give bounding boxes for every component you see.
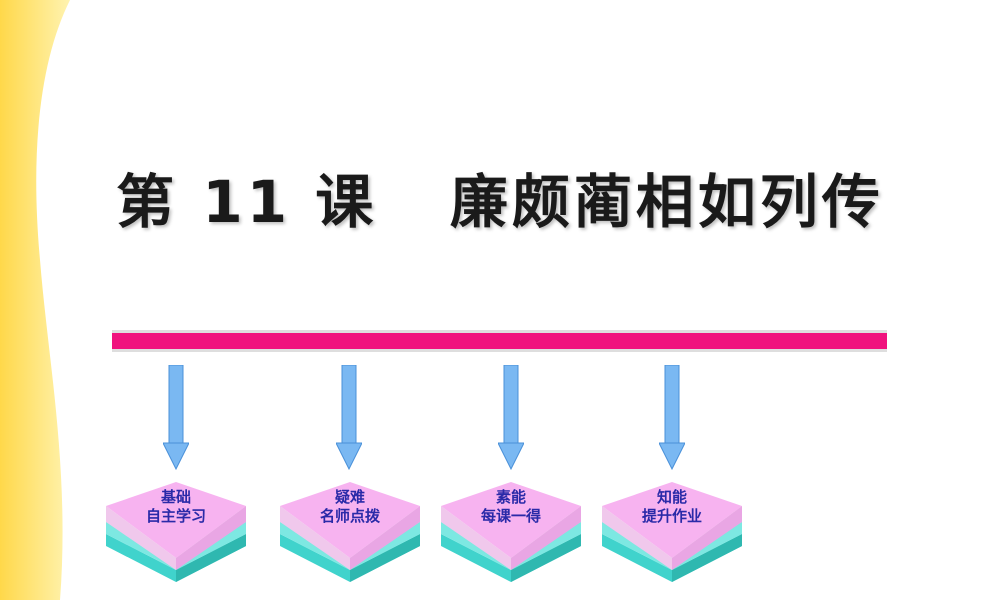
node-label: 知能 提升作业 [641, 488, 702, 525]
down-arrow-icon [659, 365, 685, 470]
node-improvement-homework[interactable]: 知能 提升作业 [602, 482, 742, 582]
diamond-block-icon [602, 482, 742, 582]
node-basic-self-study[interactable]: 基础 自主学习 [106, 482, 246, 582]
down-arrow-icon [163, 365, 189, 470]
page-title: 第 11 课 廉颇蔺相如列传 [116, 168, 884, 236]
node-label: 疑难 名师点拨 [319, 488, 380, 525]
down-arrow-icon [336, 365, 362, 470]
timeline-bar [112, 330, 887, 352]
diamond-block-icon [106, 482, 246, 582]
diamond-block-icon [280, 482, 420, 582]
down-arrow-icon [498, 365, 524, 470]
side-decoration [0, 0, 70, 600]
diamond-block-icon [441, 482, 581, 582]
node-expert-guidance[interactable]: 疑难 名师点拨 [280, 482, 420, 582]
node-label: 基础 自主学习 [145, 488, 206, 525]
node-lesson-takeaway[interactable]: 素能 每课一得 [441, 482, 581, 582]
node-label: 素能 每课一得 [480, 488, 541, 525]
